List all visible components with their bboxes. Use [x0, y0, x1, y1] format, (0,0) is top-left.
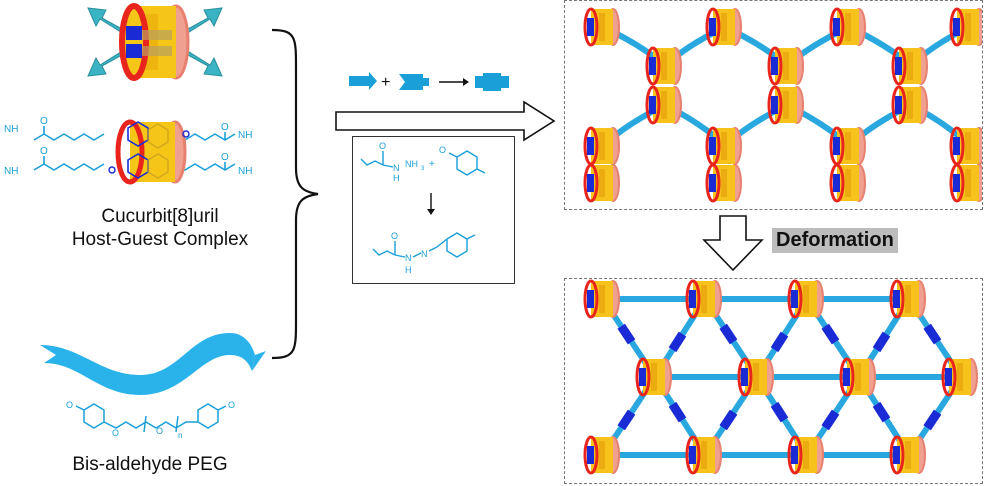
nh3-label: NH [405, 159, 418, 169]
guest-segment [770, 401, 789, 423]
cb8-ring [583, 163, 620, 203]
cb8-ring [685, 435, 722, 475]
carbonyl-o-label: O [221, 152, 229, 163]
coupling-scheme: + [349, 72, 509, 91]
nh3-label: NH [4, 166, 18, 177]
plus-sign: + [381, 74, 390, 91]
guest-segment [668, 401, 687, 423]
cb8-title-line1: Cucurbit[8]uril [101, 206, 219, 227]
cb8-ring [889, 435, 926, 475]
cb8-ring [829, 126, 866, 166]
n-label: N [421, 249, 428, 259]
aldehyde-o-label: O [228, 400, 235, 410]
cb8-ring [583, 435, 620, 475]
aldehyde-o-label: O [66, 400, 73, 410]
guest-segment [719, 323, 738, 345]
repeat-n-label: n [178, 431, 182, 440]
cb8-ring [583, 126, 620, 166]
n-label: N [405, 253, 412, 263]
down-arrow [702, 215, 764, 272]
cb8-ring [891, 46, 928, 86]
cb8-structure-drawing: NH NH NH NH O O O O [4, 116, 252, 185]
cb8-ring [891, 85, 928, 125]
cb8-ring [583, 7, 620, 47]
cb8-ring [705, 163, 742, 203]
peg-title: Bis-aldehyde PEG [72, 454, 228, 475]
cb8-title-line2: Host-Guest Complex [71, 229, 249, 250]
network-panel-relaxed [564, 0, 983, 210]
cb8-ring [767, 46, 804, 86]
cb8-ring [787, 435, 824, 475]
cb8-ring [941, 357, 978, 397]
cb8-ring [949, 163, 982, 203]
network-stretched-drawing [583, 279, 978, 475]
n-label: N [393, 163, 400, 173]
guest-segment [668, 331, 687, 353]
process-arrow [335, 100, 556, 142]
cb8-ring [645, 46, 682, 86]
cb8-ring [705, 126, 742, 166]
cb8-ring [737, 357, 774, 397]
hydrazone-reaction-drawing: O N H NH 3 + O O N H N [360, 141, 486, 275]
o-label: O [391, 231, 398, 241]
cb8-ring [705, 7, 742, 47]
cb8-ring [949, 126, 982, 166]
cb8-ring [787, 279, 824, 319]
guest-segment [821, 323, 840, 345]
h-label: H [393, 173, 400, 183]
guest-segment [770, 331, 789, 353]
carbonyl-o-label: O [221, 122, 229, 133]
deformation-label: Deformation [772, 228, 898, 253]
cb8-title: Cucurbit[8]uril Host-Guest Complex [40, 205, 280, 251]
carbonyl-o-label: O [40, 146, 48, 157]
peg-structure-drawing: O O O O n [66, 400, 235, 440]
h-label: H [405, 265, 412, 275]
cb8-ring [829, 163, 866, 203]
cb8-ring [645, 85, 682, 125]
cb8-ring [767, 85, 804, 125]
o-label: O [379, 141, 386, 151]
network-panel-stretched [564, 278, 983, 484]
cb8-ring [829, 7, 866, 47]
network-relaxed-drawing [583, 7, 982, 203]
guest-segment [872, 331, 891, 353]
cb8-complex-icon [87, 3, 223, 81]
carbonyl-o-label: O [40, 116, 48, 127]
cb8-ring [889, 279, 926, 319]
guest-segment [821, 409, 840, 431]
guest-segment [617, 323, 636, 345]
guest-segment [923, 323, 942, 345]
plus-sign: + [429, 159, 435, 170]
guest-segment [617, 409, 636, 431]
reaction-box: O N H NH 3 + O O N H N [352, 136, 515, 284]
nh3-subscript: 3 [421, 166, 425, 172]
ether-o-label: O [112, 428, 119, 438]
cb8-ring [949, 7, 982, 47]
curly-brace [271, 28, 319, 360]
nh3-label: NH [238, 130, 252, 141]
ether-o-label: O [156, 426, 163, 436]
cb8-ring [839, 357, 876, 397]
guest-segment [923, 409, 942, 431]
peg-wave-icon [40, 333, 266, 395]
guest-segment [872, 401, 891, 423]
guest-segment [719, 409, 738, 431]
nh3-label: NH [238, 166, 252, 177]
cb8-ring [583, 279, 620, 319]
nh3-label: NH [4, 124, 18, 135]
cb8-ring [635, 357, 672, 397]
cb8-ring [685, 279, 722, 319]
aldehyde-o-label: O [439, 145, 446, 155]
